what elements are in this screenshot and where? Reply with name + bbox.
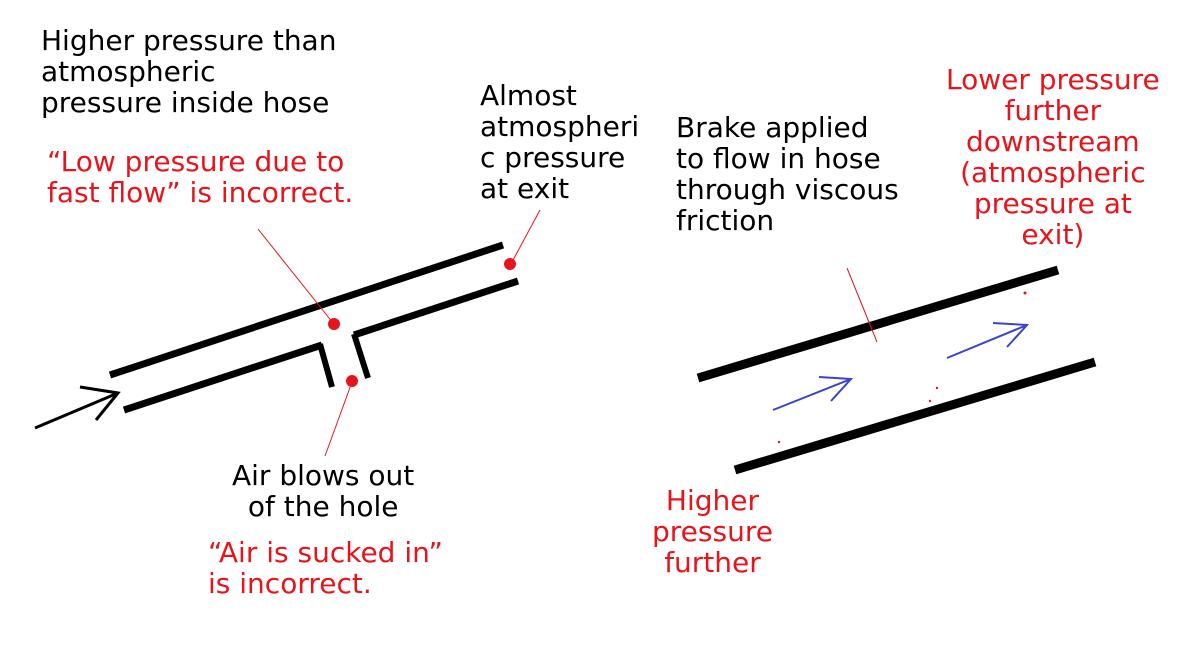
dot-hole <box>346 375 358 387</box>
hose-lower-wall-left <box>122 341 324 414</box>
speck-3 <box>928 399 932 403</box>
speck-4 <box>777 440 781 444</box>
label-higher-pressure-inside: Higher pressure than atmospheric pressur… <box>41 24 337 119</box>
leader-low-pressure <box>257 228 334 324</box>
side-hole-wall-right <box>351 333 371 379</box>
right-hose <box>696 265 1097 475</box>
leader-hole <box>324 381 353 457</box>
label-almost-atmospheric-exit: Almost atmospheri c pressure at exit <box>480 79 640 205</box>
label-lower-pressure-downstream: Lower pressure further downstream (atmos… <box>946 63 1160 251</box>
label-air-blows-out: Air blows out of the hole <box>232 459 415 523</box>
flow-arrow-1-shaft <box>772 378 852 411</box>
dot-inside-hose <box>328 318 340 330</box>
flow-arrow-1-head <box>818 376 854 402</box>
inflow-arrow-head <box>79 385 121 421</box>
speck-1 <box>1023 291 1027 295</box>
dot-exit <box>504 258 516 270</box>
side-hole-wall-left <box>317 343 335 388</box>
flow-arrow-2-shaft <box>946 324 1028 359</box>
flow-arrow-1 <box>772 376 854 411</box>
red-specks <box>777 291 1027 444</box>
hose-lower-wall-right <box>352 277 520 339</box>
label-air-sucked-incorrect: “Air is sucked in” is incorrect. <box>208 536 443 600</box>
red-dot-icon <box>328 258 516 387</box>
hose-upper-wall <box>108 241 505 379</box>
left-hose <box>108 241 520 414</box>
flow-arrow-icon <box>772 322 1030 411</box>
label-higher-pressure-further: Higher pressure further <box>652 484 773 579</box>
leader-exit <box>511 209 541 263</box>
flow-arrow-2 <box>946 322 1030 359</box>
arrow-icon <box>34 385 121 430</box>
flow-arrow-2-head <box>992 322 1030 348</box>
right-hose-upper-wall <box>696 265 1060 383</box>
speck-2 <box>935 386 939 390</box>
label-low-pressure-incorrect: “Low pressure due to fast flow” is incor… <box>47 145 354 209</box>
right-hose-lower-wall <box>733 357 1097 475</box>
label-brake-applied: Brake applied to flow in hose through vi… <box>676 111 899 237</box>
leader-brake <box>846 267 878 343</box>
inflow-arrow-shaft <box>34 391 119 430</box>
left-leader-lines <box>257 209 541 457</box>
